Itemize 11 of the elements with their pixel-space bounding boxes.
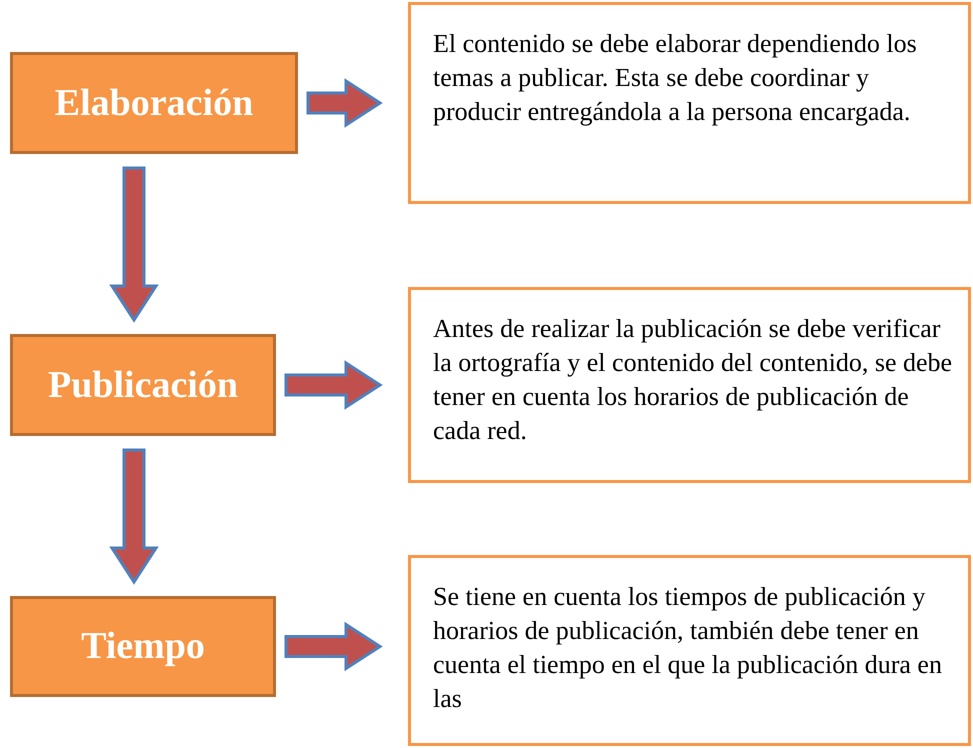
block-arrow — [109, 166, 159, 323]
step-box: Tiempo — [10, 596, 276, 697]
description-box: El contenido se debe elaborar dependiendo los temas a publicar. Esta se debe coordinar y producir entregándola a la persona encargada. — [408, 2, 971, 204]
block-arrow — [284, 360, 383, 410]
description-box: Antes de realizar la publicación se debe verificar la ortografía y el contenido del contenido, se debe tener en cuenta los horarios de publicación de cada red. — [408, 287, 971, 483]
step-box: Elaboración — [10, 52, 298, 154]
block-arrow — [306, 78, 383, 128]
block-arrow — [284, 622, 383, 672]
step-box: Publicación — [10, 334, 276, 436]
block-arrow — [109, 448, 159, 585]
description-box: Se tiene en cuenta los tiempos de publicación y horarios de publicación, también debe tener en cuenta el tiempo en el que la publicación dura en las — [408, 555, 971, 746]
